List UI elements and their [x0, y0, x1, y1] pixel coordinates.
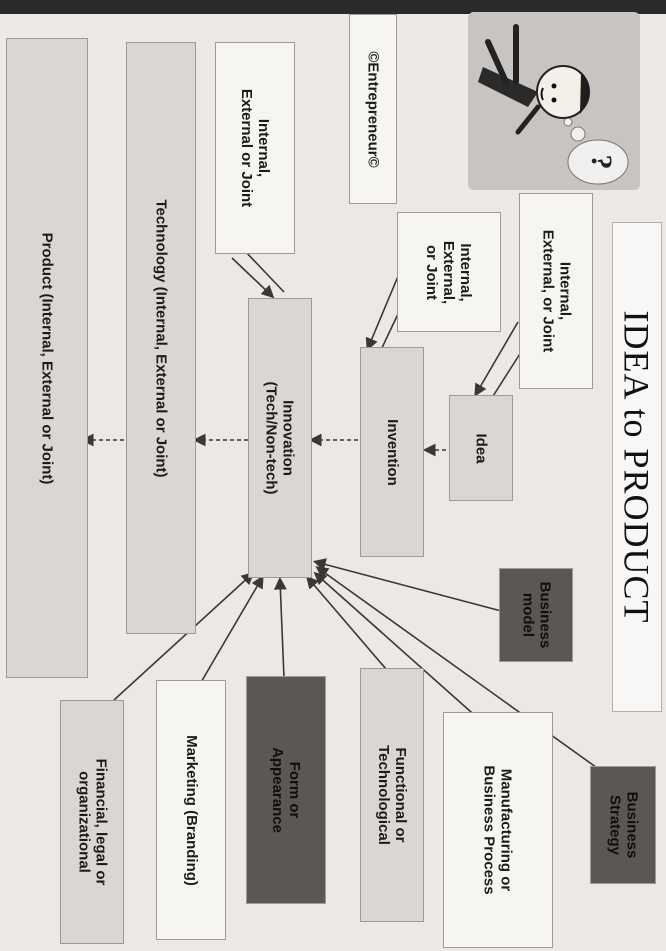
entrepreneur-label: ©Entrepreneur©	[364, 50, 382, 168]
marketing-node: Marketing (Branding)	[156, 680, 226, 940]
business-strategy-label: Business Strategy	[606, 791, 641, 859]
form-label: Form or Appearance	[269, 747, 303, 833]
title-box: IDEA to PRODUCT	[612, 222, 662, 712]
idea-label: Idea	[472, 432, 490, 464]
business-strategy-node: Business Strategy	[590, 766, 656, 884]
manufacturing-label: Manufacturing or Business Process	[481, 765, 515, 895]
idea-node: Idea	[449, 395, 513, 501]
functional-label: Functional or Technological	[375, 745, 410, 845]
innovation-node: Innovation (Tech/Non-tech)	[248, 298, 312, 578]
innovation-label: Innovation (Tech/Non-tech)	[263, 381, 297, 495]
ieoj-top-label: Internal, External or Joint	[238, 88, 273, 208]
invention-node: Invention	[360, 347, 424, 557]
business-model-node: Business model	[499, 568, 573, 662]
technology-label: Technology (Internal, External or Joint)	[152, 198, 170, 478]
thinking-person-illustration: ?	[468, 12, 640, 190]
form-node: Form or Appearance	[246, 676, 326, 904]
ieoj-mid-right-node: Internal, External, or Joint	[519, 193, 593, 389]
diagram-title: IDEA to PRODUCT	[617, 310, 657, 624]
financial-node: Financial, legal or organizational	[60, 700, 124, 944]
manufacturing-node: Manufacturing or Business Process	[443, 712, 553, 948]
entrepreneur-node: ©Entrepreneur©	[349, 14, 397, 204]
ieoj-mid-right-label: Internal, External, or Joint	[539, 229, 573, 353]
ieoj-mid-node: Internal, External, or Joint	[397, 212, 501, 332]
ieoj-top-node: Internal, External or Joint	[215, 42, 295, 254]
thinking-person-icon: ?	[468, 12, 640, 190]
functional-node: Functional or Technological	[360, 668, 424, 922]
top-border	[0, 0, 666, 14]
product-label: Product (Internal, External or Joint)	[38, 232, 56, 484]
invention-label: Invention	[383, 418, 401, 486]
technology-node: Technology (Internal, External or Joint)	[126, 42, 196, 634]
ieoj-mid-label: Internal, External, or Joint	[423, 240, 475, 304]
business-model-label: Business model	[518, 581, 553, 649]
question-mark: ?	[585, 155, 618, 170]
product-node: Product (Internal, External or Joint)	[6, 38, 88, 678]
marketing-label: Marketing (Branding)	[182, 734, 200, 886]
financial-label: Financial, legal or organizational	[75, 758, 110, 886]
